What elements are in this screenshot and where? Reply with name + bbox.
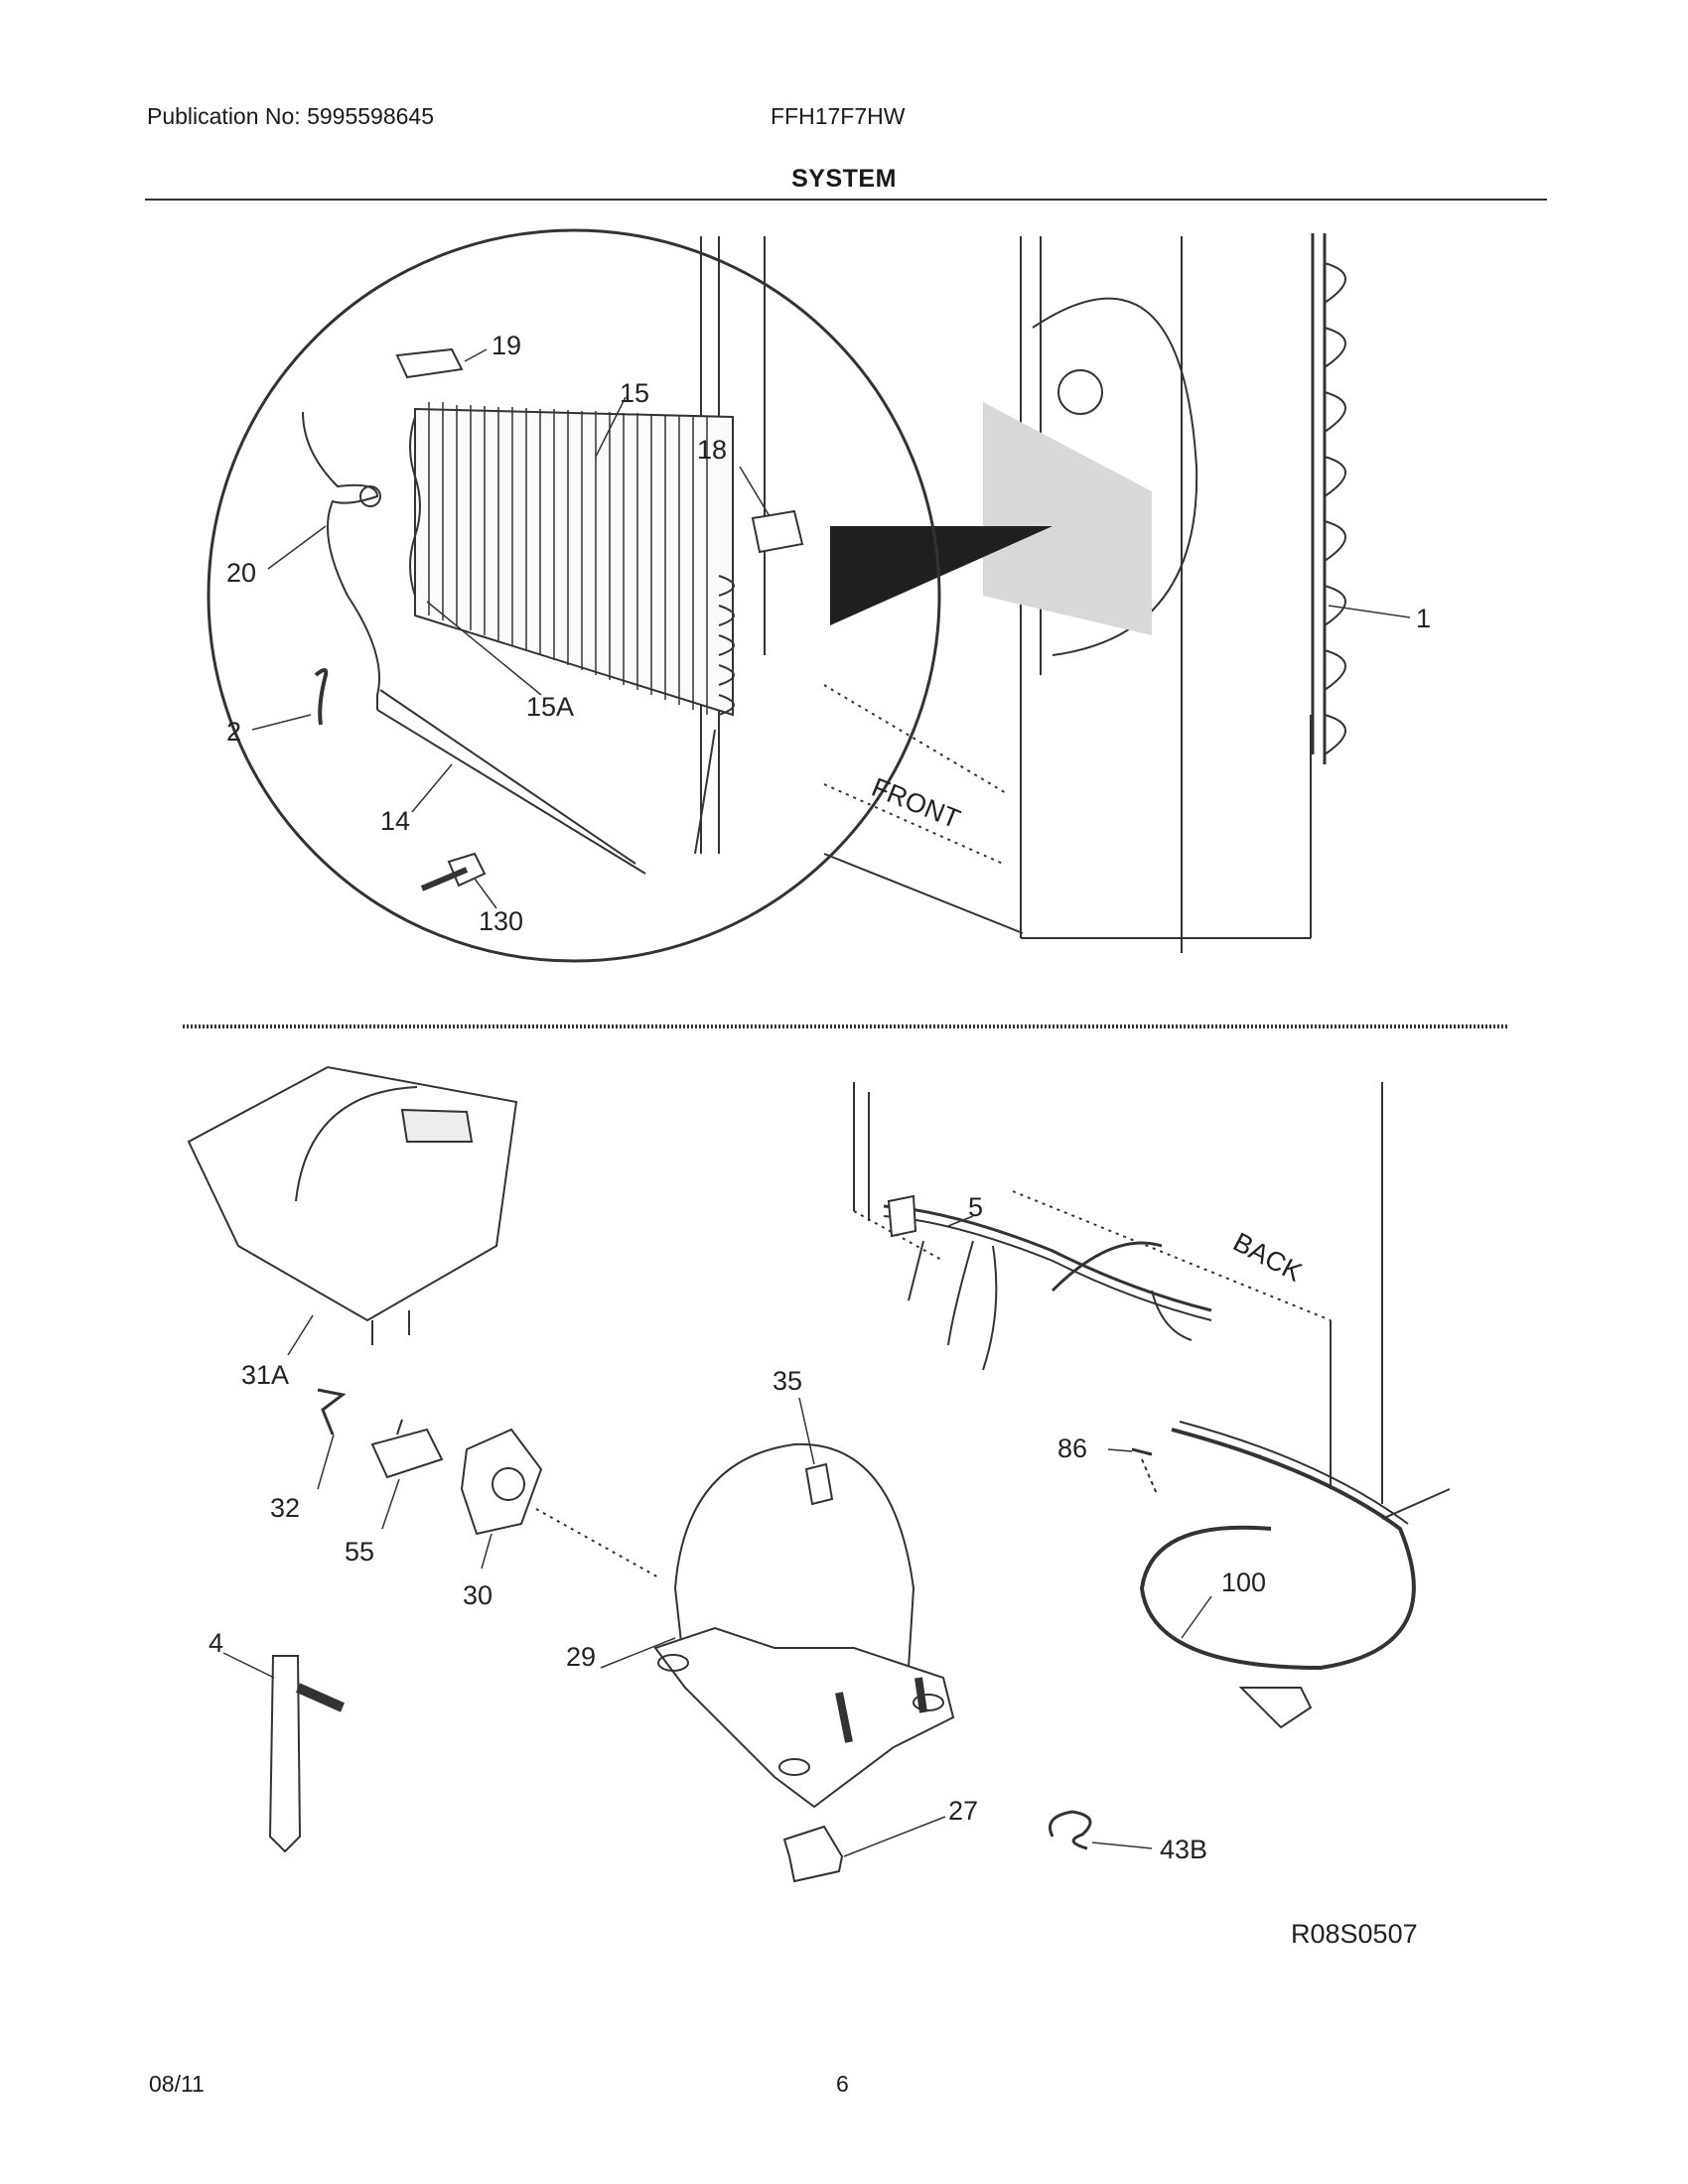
section-title: SYSTEM: [791, 165, 897, 193]
part-18-block: [751, 509, 804, 554]
part-19-cover: [395, 347, 464, 379]
part-32-bracket: [317, 1388, 347, 1435]
part-35-stud: [804, 1462, 834, 1506]
model-number: FFH17F7HW: [771, 103, 906, 129]
callout-29: 29: [566, 1642, 596, 1672]
callout-1: 1: [1416, 604, 1431, 633]
callout-5: 5: [968, 1192, 983, 1222]
callout-32: 32: [270, 1493, 300, 1523]
callout-130: 130: [479, 906, 523, 936]
part-5-wire-harness: [883, 1194, 1212, 1371]
part-29-compressor: [653, 1442, 955, 1809]
callout-27: 27: [948, 1796, 978, 1826]
callout-43b: 43B: [1160, 1835, 1207, 1864]
part-86-screw: [1131, 1447, 1158, 1495]
callout-18: 18: [697, 435, 727, 465]
callout-20: 20: [226, 558, 256, 588]
part-20-thermostat-wire: [302, 411, 716, 875]
cabinet-back-outline: [853, 1082, 1451, 1520]
part-130-grommet: [420, 852, 487, 891]
callout-30: 30: [463, 1580, 492, 1610]
part-27-grommet: [782, 1825, 844, 1883]
speckled-evaporator-area: [830, 402, 1152, 635]
publication-number: Publication No: 5995598645: [147, 103, 435, 129]
callout-4: 4: [209, 1628, 223, 1658]
callout-86: 86: [1057, 1433, 1087, 1463]
detail-circle: [207, 228, 941, 963]
callout-35: 35: [773, 1366, 802, 1396]
callout-14: 14: [380, 806, 410, 836]
part-2-clip: [314, 668, 329, 726]
callout-2: 2: [226, 717, 241, 747]
part-4-drier: [268, 1655, 346, 1853]
front-label: FRONT: [868, 772, 964, 835]
footer-date: 08/11: [149, 2071, 205, 2097]
evaporator-part-15: [409, 402, 735, 717]
callout-100: 100: [1221, 1568, 1266, 1597]
page-number: 6: [836, 2071, 849, 2097]
back-label: BACK: [1228, 1227, 1307, 1288]
callout-15: 15: [620, 378, 649, 408]
callout-31a: 31A: [241, 1360, 289, 1390]
part-100-power-cord: [1139, 1421, 1416, 1729]
leader-lines-bottom: [222, 1215, 1212, 1857]
leader-lines-top: [251, 348, 1411, 909]
drawing-id: R08S0507: [1291, 1919, 1418, 1949]
title-divider: [145, 199, 1547, 201]
part-31a-drain-pan: [187, 1065, 518, 1345]
part-55-relay: [370, 1419, 444, 1479]
callout-15a: 15A: [526, 692, 574, 722]
callout-55: 55: [345, 1537, 374, 1567]
part-30-overload: [460, 1428, 661, 1579]
part-43b-clip: [1049, 1810, 1092, 1850]
condenser-coil-part-1: [1311, 233, 1346, 764]
callout-19: 19: [492, 331, 521, 360]
